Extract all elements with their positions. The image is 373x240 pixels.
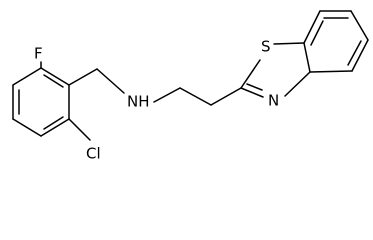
atom-label-ring-nitrogen: N (268, 92, 279, 110)
double-bond-inner (347, 40, 362, 66)
bond-c3a-c7a (303, 42, 311, 73)
chemical-structure-diagram: F Cl NH S N (12, 10, 369, 163)
atom-label-fluorine: F (34, 45, 43, 63)
bond-s-c7a (273, 42, 305, 45)
bond (351, 39, 369, 72)
bond (40, 118, 70, 137)
bond-n-c3a (284, 71, 311, 97)
bond (12, 67, 42, 86)
double-bond-c2-n (246, 83, 263, 91)
double-bond-inner (310, 20, 324, 46)
double-bond-inner (43, 116, 64, 130)
bond-c2-n (240, 87, 264, 98)
bond (12, 118, 42, 137)
bond-ch2-nh (96, 68, 125, 94)
double-bond-inner (43, 74, 64, 88)
bond-nh-ch2 (153, 87, 181, 103)
bond-c-cl (68, 118, 91, 141)
benzothiazole-ring (240, 10, 369, 98)
bond (309, 70, 353, 73)
bond-ring-ch2 (68, 68, 98, 86)
bond (350, 10, 369, 41)
halobenzene-ring (12, 67, 70, 137)
bond (303, 10, 321, 44)
atom-label-sulfur: S (261, 38, 271, 56)
atom-label-amine-nitrogen: NH (127, 93, 150, 111)
atom-label-chlorine: Cl (86, 145, 101, 163)
bond-ch2-ch2 (179, 87, 212, 106)
bond (40, 67, 70, 86)
bond-ch2-thiazole (210, 87, 242, 106)
bond-c2-s (240, 59, 261, 89)
